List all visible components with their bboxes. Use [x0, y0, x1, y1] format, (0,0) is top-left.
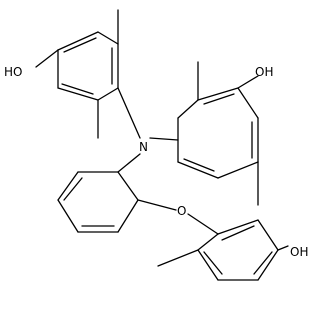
- bond: [97, 31, 119, 45]
- bonds: [35, 9, 289, 281]
- hydroxyl-label: OH: [290, 245, 308, 259]
- bond: [117, 153, 141, 173]
- hydroxyl-label: HO: [4, 65, 22, 79]
- bond: [183, 158, 215, 172]
- bond: [177, 99, 199, 119]
- bond: [157, 249, 199, 267]
- bond: [197, 87, 239, 101]
- bond: [57, 31, 99, 51]
- bond: [197, 249, 219, 281]
- bond: [221, 225, 255, 241]
- bond: [57, 171, 79, 201]
- bond: [117, 199, 139, 233]
- bond: [203, 251, 223, 275]
- bond: [137, 199, 177, 211]
- bond: [257, 219, 279, 251]
- bond: [253, 251, 273, 275]
- bond: [237, 75, 259, 89]
- bond: [197, 233, 219, 251]
- bond: [63, 177, 83, 201]
- nitrogen-label: N: [139, 140, 148, 154]
- bond: [57, 199, 79, 233]
- bond: [117, 171, 139, 201]
- hydroxyl-label: OH: [255, 65, 273, 79]
- bond: [57, 87, 99, 101]
- bond: [97, 87, 119, 101]
- bond: [177, 161, 219, 179]
- bond: [237, 87, 259, 119]
- atom-labels: HO N OH O OH: [4, 65, 308, 259]
- ether-oxygen-label: O: [177, 204, 186, 218]
- bond: [217, 161, 259, 179]
- bond: [61, 83, 94, 95]
- bond: [117, 87, 141, 139]
- bond: [217, 219, 259, 235]
- bond: [35, 49, 59, 68]
- bond: [257, 249, 279, 281]
- bond: [277, 245, 289, 251]
- bond: [63, 37, 97, 53]
- bond: [187, 213, 219, 235]
- bond: [149, 137, 179, 141]
- bond: [203, 93, 235, 105]
